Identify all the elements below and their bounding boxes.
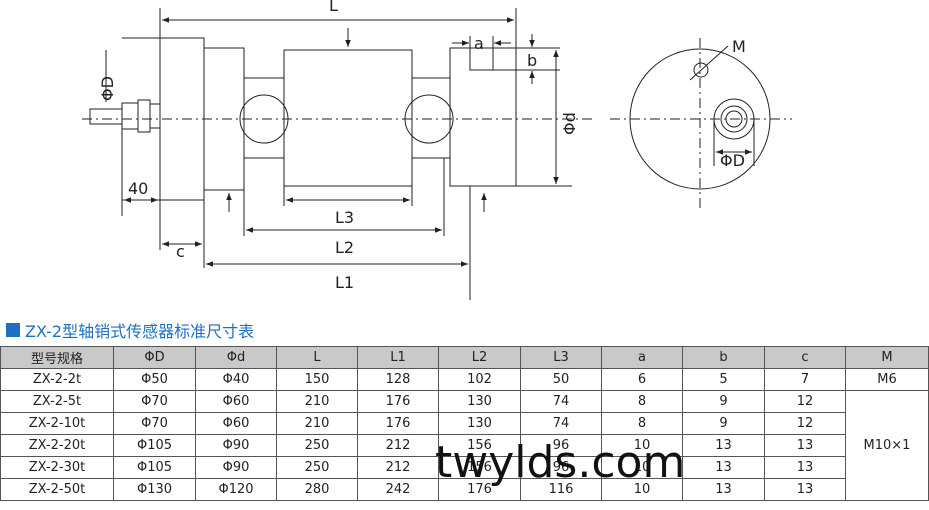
dim-label-phiD-end: ΦD: [720, 151, 745, 170]
col-header-a: a: [601, 346, 683, 369]
col-header-b: b: [682, 346, 765, 369]
table-cell: 250: [276, 456, 358, 479]
table-cell: 13: [764, 434, 846, 457]
table-cell: 212: [357, 456, 439, 479]
table-cell: 128: [357, 368, 439, 391]
dim-label-L1: L1: [335, 273, 354, 292]
table-cell: 176: [357, 390, 439, 413]
table-cell: 50: [520, 368, 602, 391]
dim-label-M: M: [732, 37, 746, 56]
section-title: ZX-2型轴销式传感器标准尺寸表: [6, 318, 254, 342]
col-header-M: M: [845, 346, 929, 369]
table-cell: Φ105: [113, 434, 196, 457]
table-cell: 9: [682, 412, 765, 435]
table-cell: Φ60: [195, 412, 277, 435]
table-cell: 13: [682, 456, 765, 479]
table-cell: ZX-2-20t: [0, 434, 114, 457]
table-cell: 212: [357, 434, 439, 457]
table-cell: Φ90: [195, 456, 277, 479]
table-cell: 13: [682, 434, 765, 457]
table-row: ZX-2-30t Φ105 Φ90 250 212 156 96 10 13 1…: [0, 456, 929, 479]
table-row: ZX-2-5t Φ70 Φ60 210 176 130 74 8 9 12 M1…: [0, 390, 929, 501]
table-cell: 116: [520, 478, 602, 501]
table-row: ZX-2-50t Φ130 Φ120 280 242 176 116 10 13…: [0, 478, 929, 501]
table-cell: 9: [682, 390, 765, 413]
table-cell: ZX-2-30t: [0, 456, 114, 479]
table-cell: Φ130: [113, 478, 196, 501]
table-cell: ZX-2-50t: [0, 478, 114, 501]
table-cell: 176: [357, 412, 439, 435]
table-cell: 13: [764, 478, 846, 501]
dim-label-c: c: [176, 242, 185, 261]
dim-label-L2: L2: [335, 238, 354, 257]
table-cell: 250: [276, 434, 358, 457]
col-header-model: 型号规格: [0, 346, 114, 369]
col-header-L3: L3: [520, 346, 602, 369]
side-view: [82, 8, 596, 300]
table-cell: Φ60: [195, 390, 277, 413]
table-cell: 210: [276, 390, 358, 413]
table-cell: 6: [601, 368, 683, 391]
table-cell: 12: [764, 412, 846, 435]
table-cell: 8: [601, 412, 683, 435]
table-cell: Φ70: [113, 412, 196, 435]
col-header-phid: Φd: [195, 346, 277, 369]
col-header-L: L: [276, 346, 358, 369]
table-cell: Φ50: [113, 368, 196, 391]
table-cell: Φ120: [195, 478, 277, 501]
table-cell: 74: [520, 390, 602, 413]
table-cell: 7: [764, 368, 846, 391]
table-cell: 156: [438, 456, 521, 479]
table-cell-m-merged: M10×1: [845, 390, 929, 501]
table-cell: 150: [276, 368, 358, 391]
table-cell: 74: [520, 412, 602, 435]
table-cell: 176: [438, 478, 521, 501]
dim-label-a: a: [474, 34, 484, 53]
table-cell: Φ105: [113, 456, 196, 479]
table-row: ZX-2-10t Φ70 Φ60 210 176 130 74 8 9 12: [0, 412, 929, 435]
dim-label-L: L: [329, 0, 338, 15]
table-cell: 10: [601, 456, 683, 479]
spec-table: 型号规格 ΦD Φd L L1 L2 L3 a b c M ZX-2-2t Φ5…: [0, 346, 929, 501]
dim-label-phid: Φd: [560, 112, 579, 135]
table-cell: 242: [357, 478, 439, 501]
table-cell: 12: [764, 390, 846, 413]
table-cell: Φ40: [195, 368, 277, 391]
table-cell: 280: [276, 478, 358, 501]
table-cell: 210: [276, 412, 358, 435]
table-cell: 10: [601, 478, 683, 501]
col-header-c: c: [764, 346, 846, 369]
title-marker: [6, 323, 20, 337]
table-header-row: 型号规格 ΦD Φd L L1 L2 L3 a b c M: [0, 346, 929, 369]
table-row: ZX-2-20t Φ105 Φ90 250 212 156 96 10 13 1…: [0, 434, 929, 457]
dim-label-b: b: [527, 51, 537, 70]
col-header-L1: L1: [357, 346, 439, 369]
technical-drawing: L a b ΦD Φd 40 c L3 L2 L1 M ΦD: [82, 0, 792, 300]
table-row: ZX-2-2t Φ50 Φ40 150 128 102 50 6 5 7 M6: [0, 368, 929, 391]
table-cell: 5: [682, 368, 765, 391]
table-cell: 13: [682, 478, 765, 501]
end-view: [610, 38, 792, 208]
table-cell: ZX-2-5t: [0, 390, 114, 413]
dim-label-phiD-side: ΦD: [98, 76, 117, 101]
col-header-phiD: ΦD: [113, 346, 196, 369]
table-cell: 10: [601, 434, 683, 457]
table-cell: 13: [764, 456, 846, 479]
dim-label-L3: L3: [335, 208, 354, 227]
table-cell: ZX-2-10t: [0, 412, 114, 435]
table-cell: ZX-2-2t: [0, 368, 114, 391]
table-cell-m-first: M6: [845, 368, 929, 391]
table-cell: 96: [520, 434, 602, 457]
table-cell: 96: [520, 456, 602, 479]
table-cell: Φ70: [113, 390, 196, 413]
table-cell: 102: [438, 368, 521, 391]
table-cell: 156: [438, 434, 521, 457]
table-cell: 8: [601, 390, 683, 413]
table-cell: Φ90: [195, 434, 277, 457]
table-cell: 130: [438, 390, 521, 413]
dim-label-40: 40: [128, 179, 148, 198]
col-header-L2: L2: [438, 346, 521, 369]
section-title-text: ZX-2型轴销式传感器标准尺寸表: [25, 322, 255, 341]
table-cell: 130: [438, 412, 521, 435]
